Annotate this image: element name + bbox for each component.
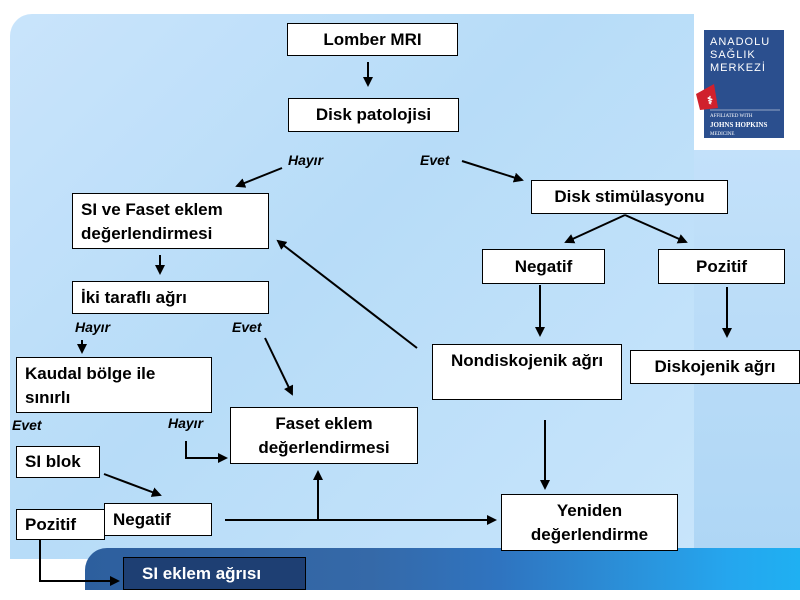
label-hayir-2: Hayır (75, 319, 111, 335)
logo: ⚕ ANADOLU SAĞLIK MERKEZİ AFFILIATED WITH… (696, 26, 786, 141)
label-hayir-3: Hayır (168, 415, 204, 431)
logo-sub-3: MEDICINE (710, 132, 735, 137)
logo-sub-1: AFFILIATED WITH (710, 114, 753, 119)
node-diskojenik: Diskojenik ağrı (630, 350, 800, 384)
logo-graphic: ⚕ (696, 30, 784, 138)
arrow-siblok-negatif (103, 473, 162, 497)
arrow-stim-negatif (564, 214, 626, 244)
node-nondiskojenik: Nondiskojenik ağrı (432, 344, 622, 400)
node-si-faset: SI ve Faset eklem değerlendirmesi (72, 193, 269, 249)
node-negatif-1: Negatif (482, 249, 605, 284)
node-lomber-mri: Lomber MRI (287, 23, 458, 56)
arrow-evet-faset (264, 337, 294, 396)
node-pozitif-2: Pozitif (16, 509, 105, 540)
node-pozitif-1: Pozitif (658, 249, 785, 284)
logo-line-2: SAĞLIK (710, 49, 756, 61)
arrow-nondisk-si (276, 239, 418, 349)
arrow-pozitif-sieklem (39, 537, 120, 586)
logo-line-3: MERKEZİ (710, 62, 766, 74)
arrow-stim-pozitif (624, 214, 688, 244)
arrow-hayir-si (235, 167, 283, 188)
logo-sub-2: JOHNS HOPKINS (710, 121, 768, 129)
node-negatif-2: Negatif (104, 503, 212, 536)
logo-name: ANADOLU SAĞLIK MERKEZİ (710, 36, 780, 75)
node-disk-patolojisi: Disk patolojisi (288, 98, 459, 132)
arrow-evet-disk (461, 160, 524, 183)
node-faset-eklem: Faset eklem değerlendirmesi (230, 407, 418, 464)
arrow-hayir-faset (185, 441, 228, 463)
label-evet-3: Evet (12, 417, 42, 433)
node-kaudal: Kaudal bölge ile sınırlı (16, 357, 212, 413)
node-yeniden: Yeniden değerlendirme (501, 494, 678, 551)
logo-affiliation: AFFILIATED WITH JOHNS HOPKINS MEDICINE (710, 112, 780, 139)
node-disk-stimulasyonu: Disk stimülasyonu (531, 180, 728, 214)
label-evet-1: Evet (420, 152, 450, 168)
node-iki-tarafli: İki taraflı ağrı (72, 281, 269, 314)
logo-line-1: ANADOLU (710, 36, 771, 48)
label-hayir-1: Hayır (288, 152, 324, 168)
label-evet-2: Evet (232, 319, 262, 335)
node-si-blok: SI blok (16, 446, 100, 478)
svg-text:⚕: ⚕ (707, 95, 713, 107)
node-si-eklem-agrisi: SI eklem ağrısı (123, 557, 306, 590)
